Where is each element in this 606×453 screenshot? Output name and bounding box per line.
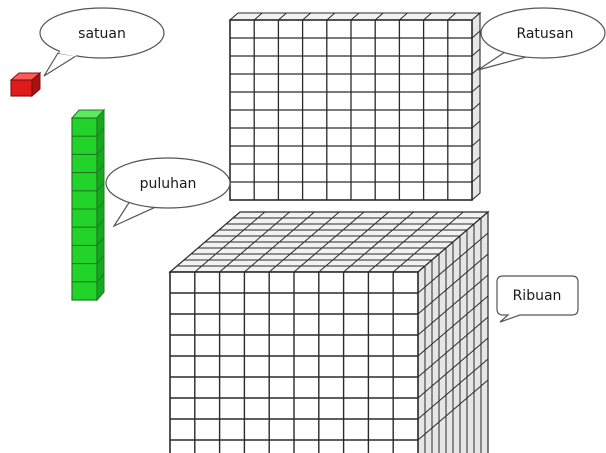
- callout-satuan: satuan: [39, 7, 165, 77]
- ratusan-top-edge-line: [326, 12, 336, 21]
- puluhan-side-unit-line: [96, 164, 105, 173]
- ribuan-cube: [168, 210, 490, 453]
- ratusan-top-edge-line: [447, 12, 457, 21]
- ratusan-top-edge-line: [278, 12, 287, 21]
- label-ratusan: Ratusan: [516, 26, 573, 42]
- ratusan-top-edge-line: [374, 12, 384, 21]
- label-ribuan: Ribuan: [513, 288, 562, 304]
- ratusan-side-edge-line: [471, 66, 481, 75]
- puluhan-rod: [70, 108, 106, 302]
- ratusan-top-edge-line: [423, 12, 432, 21]
- callout-puluhan: puluhan: [105, 157, 231, 228]
- ribuan-side-row-line: [417, 379, 489, 441]
- ribuan-side-row-line: [417, 274, 489, 336]
- satuan-front-face: [10, 79, 33, 97]
- ratusan-top-edge-line: [253, 12, 263, 21]
- ribuan-side-row-line: [417, 316, 489, 378]
- ribuan-grid-lines: [170, 211, 489, 453]
- satuan-cube: [9, 71, 42, 98]
- ratusan-top-edge-line: [302, 12, 311, 21]
- label-puluhan: puluhan: [140, 176, 197, 192]
- ratusan-side-edge-line: [471, 48, 481, 57]
- callout-ribuan-bubble: [496, 275, 579, 323]
- ratusan-side-edge-line: [471, 84, 481, 93]
- puluhan-side-unit-line: [96, 146, 105, 155]
- puluhan-grid-lines: [72, 127, 105, 283]
- callout-satuan-bubble: [43, 52, 78, 77]
- puluhan-side-unit-line: [96, 237, 105, 246]
- ratusan-side-edge-line: [471, 138, 481, 147]
- puluhan-side-unit-line: [96, 200, 105, 210]
- callout-ratusan: Ratusan: [477, 7, 606, 71]
- ratusan-top-edge-line: [350, 12, 360, 21]
- puluhan-side-unit-line: [96, 127, 105, 137]
- label-satuan: satuan: [78, 26, 126, 42]
- ribuan-side-row-line: [417, 232, 489, 294]
- ratusan-grid-lines: [230, 12, 481, 200]
- ratusan-side-edge-line: [471, 156, 481, 165]
- ratusan-top-edge-line: [399, 12, 408, 21]
- puluhan-side-unit-line: [96, 218, 105, 228]
- ratusan-side-edge-line: [471, 30, 481, 39]
- puluhan-side-unit-line: [96, 255, 105, 264]
- callout-ribuan: Ribuan: [496, 275, 579, 323]
- ratusan-flat: [228, 11, 482, 202]
- puluhan-side-unit-line: [96, 273, 105, 283]
- ribuan-side-row-line: [417, 358, 489, 420]
- puluhan-side-unit-line: [96, 182, 105, 192]
- ribuan-side-row-line: [417, 253, 489, 315]
- ratusan-side-edge-line: [471, 120, 481, 129]
- ratusan-side-edge-line: [471, 174, 481, 183]
- ribuan-side-row-line: [417, 295, 489, 357]
- ribuan-side-row-line: [417, 337, 489, 399]
- ratusan-side-edge-line: [471, 102, 481, 111]
